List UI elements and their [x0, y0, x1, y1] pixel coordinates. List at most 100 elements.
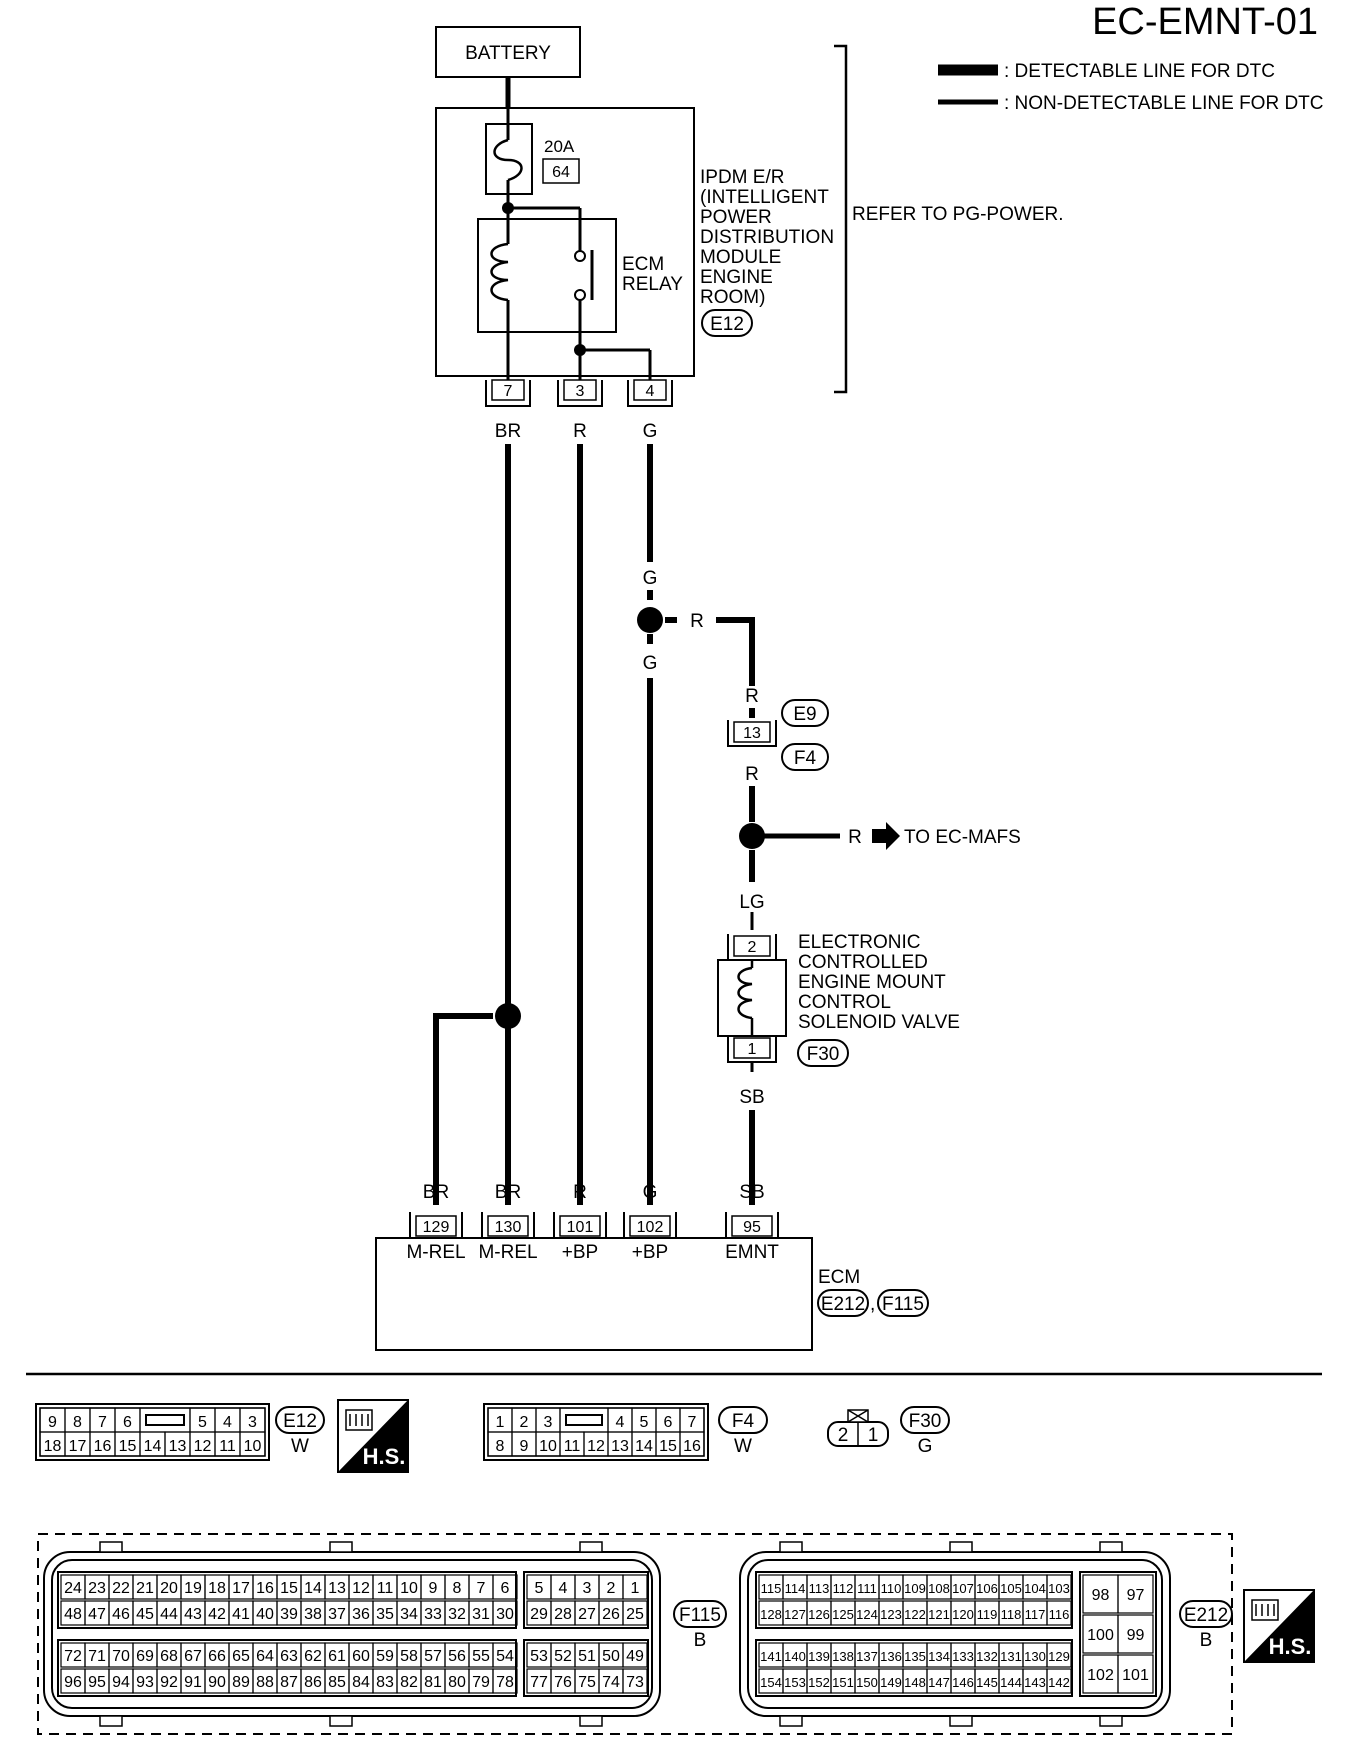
ipdm-line: ROOM)	[700, 287, 765, 308]
connector-pin: 115	[761, 1581, 782, 1596]
ecm-pin: 95	[743, 1219, 761, 1236]
connector-pin: 101	[1122, 1667, 1149, 1684]
connector-pin: 9	[48, 1414, 57, 1431]
joint-connector-f4: F4	[794, 748, 817, 769]
wire-label-r: R	[745, 686, 759, 707]
connector-pin: 100	[1087, 1627, 1114, 1644]
solenoid-pin-bottom: 1	[748, 1041, 757, 1058]
connector-pin: 32	[448, 1606, 466, 1623]
connector-pin: 88	[256, 1674, 274, 1691]
connector-pin: 90	[208, 1674, 226, 1691]
f115-color: B	[694, 1630, 707, 1651]
ipdm-line: POWER	[700, 207, 772, 228]
connector-pin: 84	[352, 1674, 370, 1691]
connector-pin: 93	[136, 1674, 154, 1691]
to-ec-mafs: TO EC-MAFS	[904, 827, 1021, 848]
hs-badge: H.S.	[337, 1399, 409, 1473]
connector-pin: 48	[64, 1606, 82, 1623]
solenoid-line: CONTROL	[798, 992, 891, 1013]
ipdm-er-module: 20A 64 ECM RELAY	[435, 107, 695, 388]
relay-label-2: RELAY	[622, 274, 683, 295]
connector-pin: 152	[808, 1675, 830, 1690]
connector-pin: 69	[136, 1648, 154, 1665]
connector-pin: 139	[808, 1649, 830, 1664]
connector-pin: 119	[977, 1607, 998, 1622]
ecm-wire-label: SB	[739, 1182, 764, 1203]
connector-pin: 15	[119, 1438, 137, 1455]
connector-pin: 19	[184, 1580, 202, 1597]
connector-pin: 49	[626, 1648, 644, 1665]
connector-pin: 43	[184, 1606, 202, 1623]
connector-pin: 129	[1048, 1649, 1070, 1664]
connector-pin: 55	[472, 1648, 490, 1665]
connector-pin: 21	[136, 1580, 154, 1597]
connector-pin: 71	[88, 1648, 106, 1665]
connector-pin: 147	[928, 1675, 950, 1690]
connector-pin: 2	[520, 1414, 529, 1431]
fuse-rating: 20A	[544, 137, 575, 156]
connector-pin: 89	[232, 1674, 250, 1691]
connector-pin: 11	[377, 1580, 394, 1597]
connector-pin: 125	[832, 1607, 854, 1622]
ecm-wire-label: BR	[423, 1182, 449, 1203]
ecm-terminal-name: +BP	[632, 1242, 668, 1263]
connector-pin: 16	[94, 1438, 112, 1455]
connector-pin: 120	[952, 1607, 974, 1622]
connector-pin: 87	[280, 1674, 298, 1691]
ecm-terminal-name: M-REL	[478, 1242, 537, 1263]
connector-pin: 104	[1024, 1581, 1046, 1596]
solenoid-pin-top: 2	[748, 939, 757, 956]
connector-pin: 13	[611, 1438, 629, 1455]
connector-pin: 114	[785, 1581, 806, 1596]
solenoid-line: CONTROLLED	[798, 952, 928, 973]
connector-pin: 58	[400, 1648, 418, 1665]
f30-id-outline	[900, 1406, 950, 1434]
hs-label: H.S.	[363, 1444, 406, 1469]
connector-pin: 137	[856, 1649, 878, 1664]
wire-label-g: G	[643, 568, 658, 589]
connector-pin: 14	[635, 1438, 653, 1455]
connector-pin: 3	[248, 1414, 257, 1431]
ipdm-line: ENGINE	[700, 267, 773, 288]
connector-pin: 95	[88, 1674, 106, 1691]
connector-pin: 149	[880, 1675, 902, 1690]
ecm-relay	[477, 218, 617, 333]
connector-pin: 76	[554, 1674, 572, 1691]
connector-pin: 6	[123, 1414, 132, 1431]
connector-pin: 83	[376, 1674, 394, 1691]
hs-label: H.S.	[1269, 1634, 1312, 1659]
connector-pin: 13	[169, 1438, 187, 1455]
battery-label: BATTERY	[465, 43, 551, 64]
f115-id-outline	[673, 1600, 727, 1628]
wire-label-g: G	[643, 653, 658, 674]
connector-pin: 28	[554, 1606, 572, 1623]
connector-pin: 68	[160, 1648, 178, 1665]
connector-pin: 106	[976, 1581, 998, 1596]
legend-detectable: : DETECTABLE LINE FOR DTC	[1004, 61, 1275, 82]
ipdm-pin: 4	[646, 383, 655, 400]
connector-pin: 65	[232, 1648, 250, 1665]
connector-pin: 16	[683, 1438, 701, 1455]
connector-pin: 64	[256, 1648, 274, 1665]
splice-br	[495, 1003, 521, 1029]
solenoid-line: ELECTRONIC	[798, 932, 920, 953]
connector-pin: 136	[880, 1649, 902, 1664]
wire-label-lg: LG	[739, 892, 764, 913]
f115-id: F115	[679, 1605, 721, 1626]
ecm-terminal-name: +BP	[562, 1242, 598, 1263]
ecm-wire-label: BR	[495, 1182, 521, 1203]
connector-pin: 130	[1024, 1649, 1046, 1664]
connector-pin: 18	[208, 1580, 226, 1597]
connector-pin: 51	[578, 1648, 596, 1665]
connector-pin: 3	[583, 1580, 592, 1597]
f4-color: W	[734, 1436, 752, 1457]
connector-pin: 145	[976, 1675, 998, 1690]
connector-pin: 1	[868, 1425, 879, 1446]
connector-pin: 15	[659, 1438, 677, 1455]
connector-pin: 150	[856, 1675, 878, 1690]
refer-pg-power: REFER TO PG-POWER.	[852, 204, 1064, 225]
e12-id: E12	[283, 1411, 317, 1432]
